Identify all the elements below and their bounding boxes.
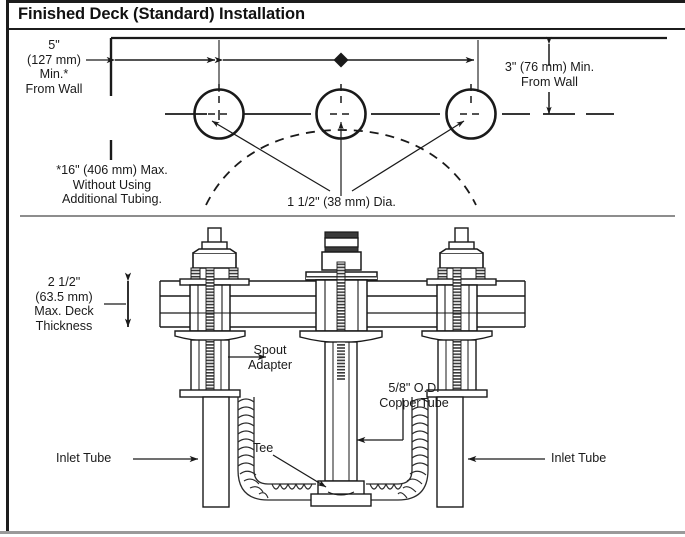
copper-tube-label: 5/8" O.D. CopperTube xyxy=(379,381,449,410)
tee-label: Tee xyxy=(253,441,274,455)
inlet-tube-right xyxy=(436,396,464,508)
max-spread-note: *16" (406 mm) Max. Without Using Additio… xyxy=(56,163,168,207)
deck-thickness-label: 2 1/2" (63.5 mm) Max. Deck Thickness xyxy=(34,275,94,333)
valve-left xyxy=(174,227,250,398)
tee-fitting xyxy=(310,480,372,507)
hole-right xyxy=(445,84,497,140)
hole-diameter-label: 1 1/2" (38 mm) Dia. xyxy=(287,195,396,209)
spout-adapter-label: Spout Adapter xyxy=(247,343,293,372)
section-divider xyxy=(20,215,675,217)
tee-leader xyxy=(272,454,327,488)
frame-bottom-rule xyxy=(0,531,685,534)
flex-hose-left xyxy=(237,397,316,501)
hole-left xyxy=(193,84,245,140)
page-title: Finished Deck (Standard) Installation xyxy=(18,5,305,23)
inlet-tube-right-label: Inlet Tube xyxy=(551,451,607,465)
right-dimension-label: 3" (76 mm) Min. From Wall xyxy=(504,60,595,89)
frame-left-rule xyxy=(6,0,9,531)
inlet-tube-left xyxy=(202,396,230,508)
title-divider xyxy=(9,28,685,30)
dimension-diamond-marker xyxy=(333,52,349,68)
inlet-tube-left-label: Inlet Tube xyxy=(56,451,112,465)
left-dimension-label: 5" (127 mm) Min.* From Wall xyxy=(25,38,83,96)
valve-right xyxy=(421,227,497,398)
flex-hose-right xyxy=(366,397,429,501)
spout-center xyxy=(299,231,383,482)
frame-top-rule xyxy=(6,0,685,3)
